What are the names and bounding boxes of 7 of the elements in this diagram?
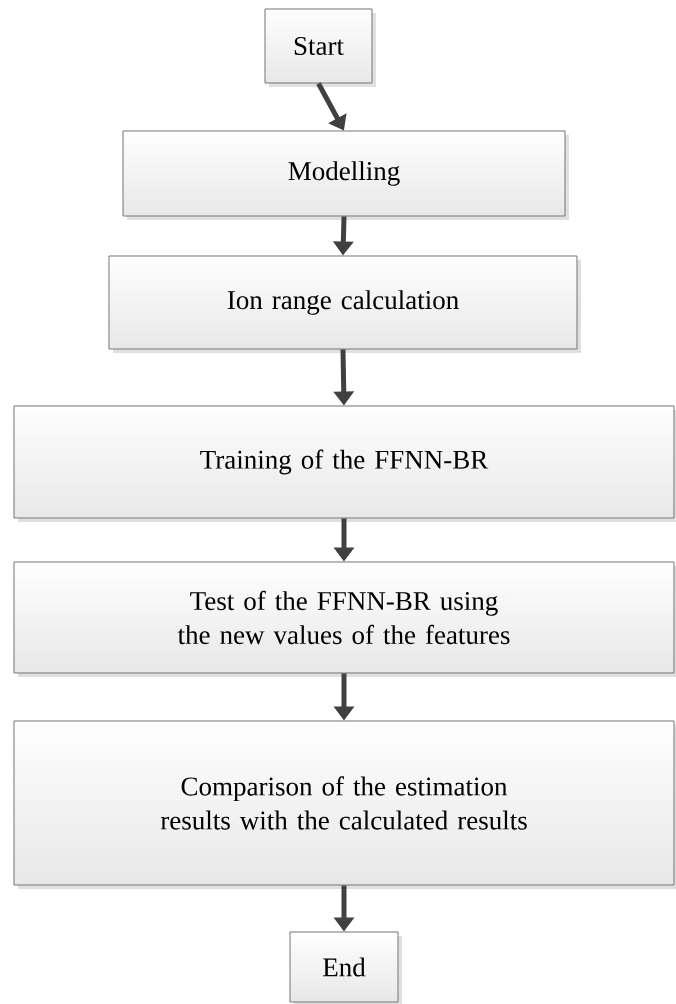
process-box: Training of the FFNN-BR xyxy=(13,405,675,519)
process-box: Start xyxy=(264,8,373,84)
process-box: End xyxy=(289,931,399,1003)
process-box: Test of the FFNN-BR using the new values of the features xyxy=(13,561,675,674)
process-box: Ion range calculation xyxy=(108,255,578,350)
process-box: Comparison of the estimation results with the calculated results xyxy=(13,720,675,886)
process-box: Modelling xyxy=(122,130,566,217)
